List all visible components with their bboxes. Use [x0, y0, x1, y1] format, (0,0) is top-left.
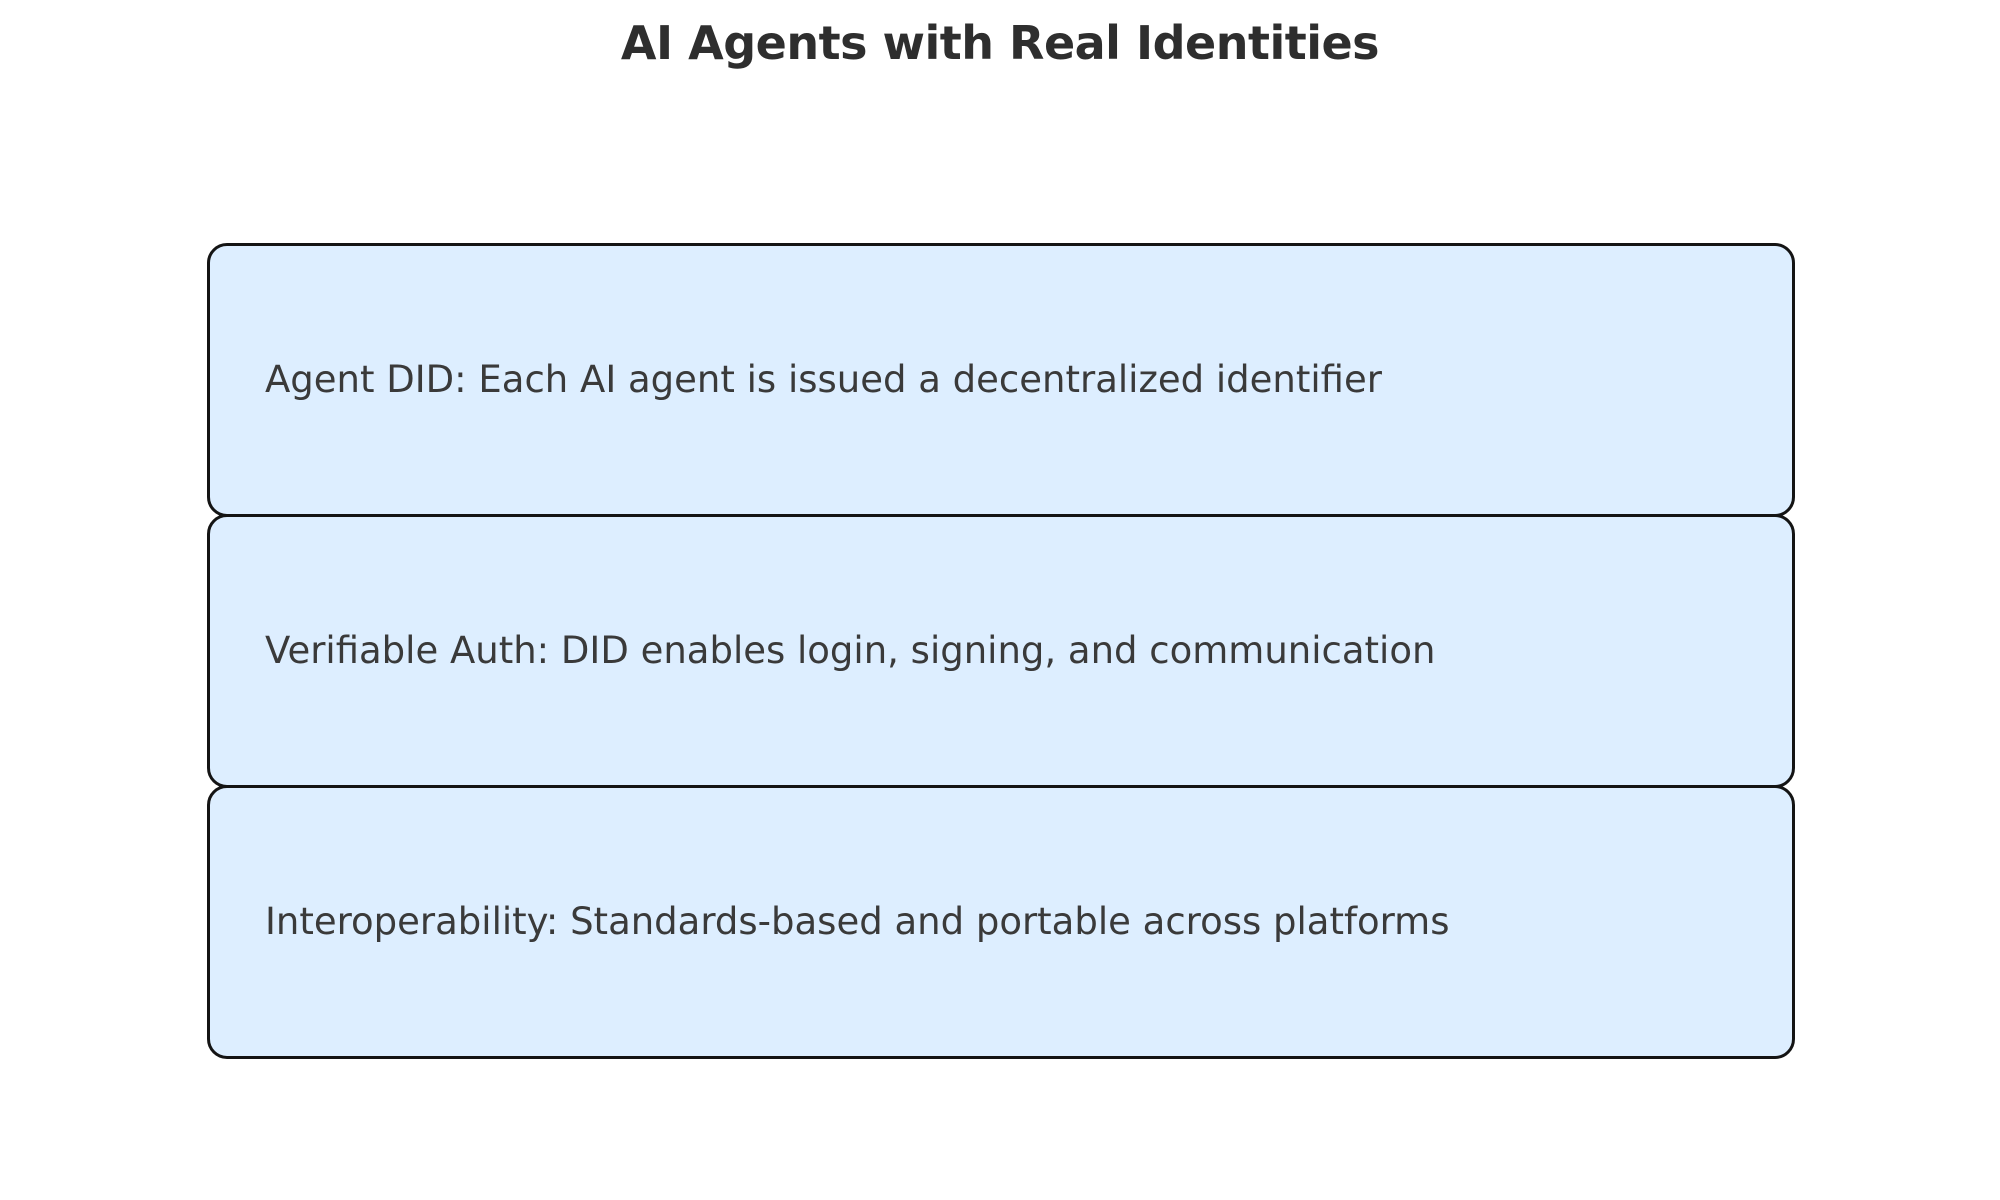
box-label-agent-did: Agent DID: Each AI agent is issued a dec…	[265, 357, 1382, 401]
box-label-verifiable-auth: Verifiable Auth: DID enables login, sign…	[265, 628, 1436, 672]
diagram-title: AI Agents with Real Identities	[620, 16, 1380, 70]
box-stack: Agent DID: Each AI agent is issued a dec…	[207, 243, 1795, 1059]
info-box-agent-did: Agent DID: Each AI agent is issued a dec…	[207, 243, 1795, 517]
info-box-verifiable-auth: Verifiable Auth: DID enables login, sign…	[207, 514, 1795, 788]
info-box-interoperability: Interoperability: Standards-based and po…	[207, 785, 1795, 1059]
box-label-interoperability: Interoperability: Standards-based and po…	[265, 899, 1450, 943]
